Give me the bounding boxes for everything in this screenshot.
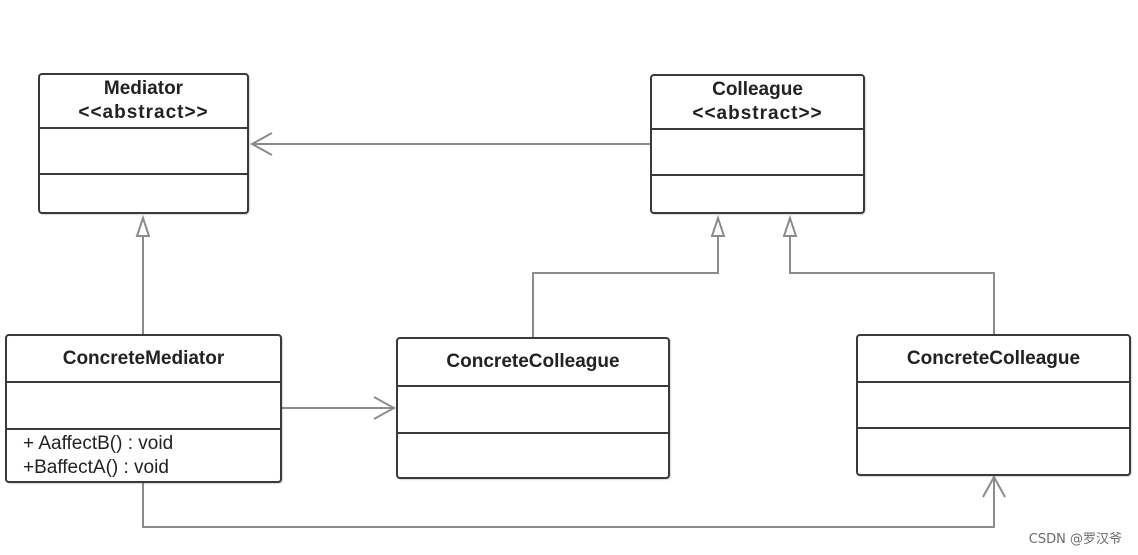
class-colleague[interactable]: Colleague <<abstract>>	[650, 74, 865, 214]
class-header: ConcreteColleague	[398, 339, 668, 387]
class-name: ConcreteMediator	[62, 347, 225, 369]
operations-compartment	[40, 175, 247, 212]
class-name: ConcreteColleague	[906, 347, 1081, 369]
attributes-compartment	[7, 383, 280, 430]
open-arrowhead-mediator	[249, 132, 273, 156]
class-mediator[interactable]: Mediator <<abstract>>	[38, 73, 249, 214]
class-name: ConcreteColleague	[446, 351, 620, 372]
operations-compartment: + AaffectB() : void +BaffectA() : void	[7, 430, 280, 481]
class-name: Colleague	[712, 79, 803, 100]
class-header: ConcreteMediator	[7, 336, 280, 383]
attributes-compartment	[652, 130, 863, 176]
operations-compartment	[398, 434, 668, 477]
hollow-triangle-colleague-right	[782, 214, 798, 237]
class-header: Mediator <<abstract>>	[40, 75, 247, 129]
connector-concretecolleague1-to-colleague	[532, 236, 719, 338]
operation: +BaffectA() : void	[23, 457, 169, 478]
open-arrowhead-concretecolleague1	[373, 396, 397, 420]
connector-concretecolleague2-to-colleague	[789, 236, 995, 334]
connector-concretemediator-to-concretecolleague2	[142, 477, 995, 528]
class-concrete-colleague-1[interactable]: ConcreteColleague	[396, 337, 670, 479]
class-stereotype: <<abstract>>	[78, 102, 209, 123]
operations-compartment	[858, 429, 1129, 474]
open-arrowhead-concretecolleague2	[982, 474, 1006, 498]
class-header: Colleague <<abstract>>	[652, 76, 863, 130]
class-stereotype: <<abstract>>	[692, 103, 823, 124]
attributes-compartment	[40, 129, 247, 175]
operation: + AaffectB() : void	[23, 433, 174, 454]
attributes-compartment	[398, 387, 668, 434]
hollow-triangle-mediator	[135, 214, 151, 237]
attributes-compartment	[858, 383, 1129, 429]
class-concrete-mediator[interactable]: ConcreteMediator + AaffectB() : void +Ba…	[5, 334, 282, 483]
class-concrete-colleague-2[interactable]: ConcreteColleague	[856, 334, 1131, 476]
class-header: ConcreteColleague	[858, 336, 1129, 383]
operations-compartment	[652, 176, 863, 212]
watermark: CSDN @罗汉爷	[1028, 532, 1122, 547]
class-name: Mediator	[103, 78, 184, 99]
hollow-triangle-colleague-left	[710, 214, 726, 237]
